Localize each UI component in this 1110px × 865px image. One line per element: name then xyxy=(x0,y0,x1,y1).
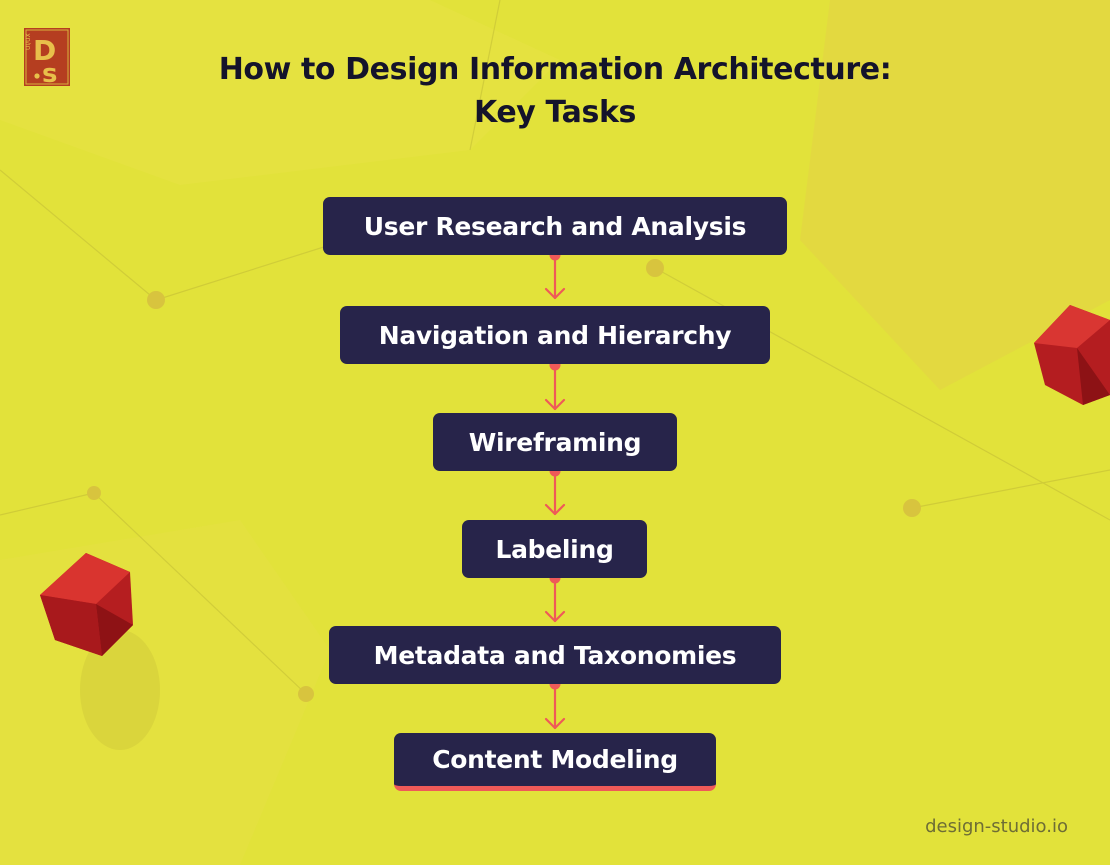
step-label: Wireframing xyxy=(468,427,642,457)
step-user-research: User Research and Analysis xyxy=(323,197,787,255)
step-wireframing: Wireframing xyxy=(433,413,677,471)
step-label: Labeling xyxy=(495,534,614,564)
gem-right-icon xyxy=(1034,305,1110,405)
step-labeling: Labeling xyxy=(462,520,647,578)
svg-text:D: D xyxy=(33,34,56,67)
logo: D s UI/UX xyxy=(24,28,70,86)
footer-site: design-studio.io xyxy=(925,816,1068,837)
step-label: Navigation and Hierarchy xyxy=(378,320,732,350)
gem-left-icon xyxy=(40,553,160,750)
page-title: How to Design Information Architecture: … xyxy=(150,48,960,134)
step-label: Metadata and Taxonomies xyxy=(373,640,737,670)
title-line-1: How to Design Information Architecture: xyxy=(218,52,892,87)
step-navigation: Navigation and Hierarchy xyxy=(340,306,770,364)
step-metadata: Metadata and Taxonomies xyxy=(329,626,781,684)
title-line-2: Key Tasks xyxy=(474,95,636,130)
svg-text:s: s xyxy=(42,59,57,86)
step-label: User Research and Analysis xyxy=(363,211,747,241)
step-content-modeling: Content Modeling xyxy=(394,733,716,791)
step-label: Content Modeling xyxy=(432,745,678,774)
svg-text:UI/UX: UI/UX xyxy=(25,33,32,50)
